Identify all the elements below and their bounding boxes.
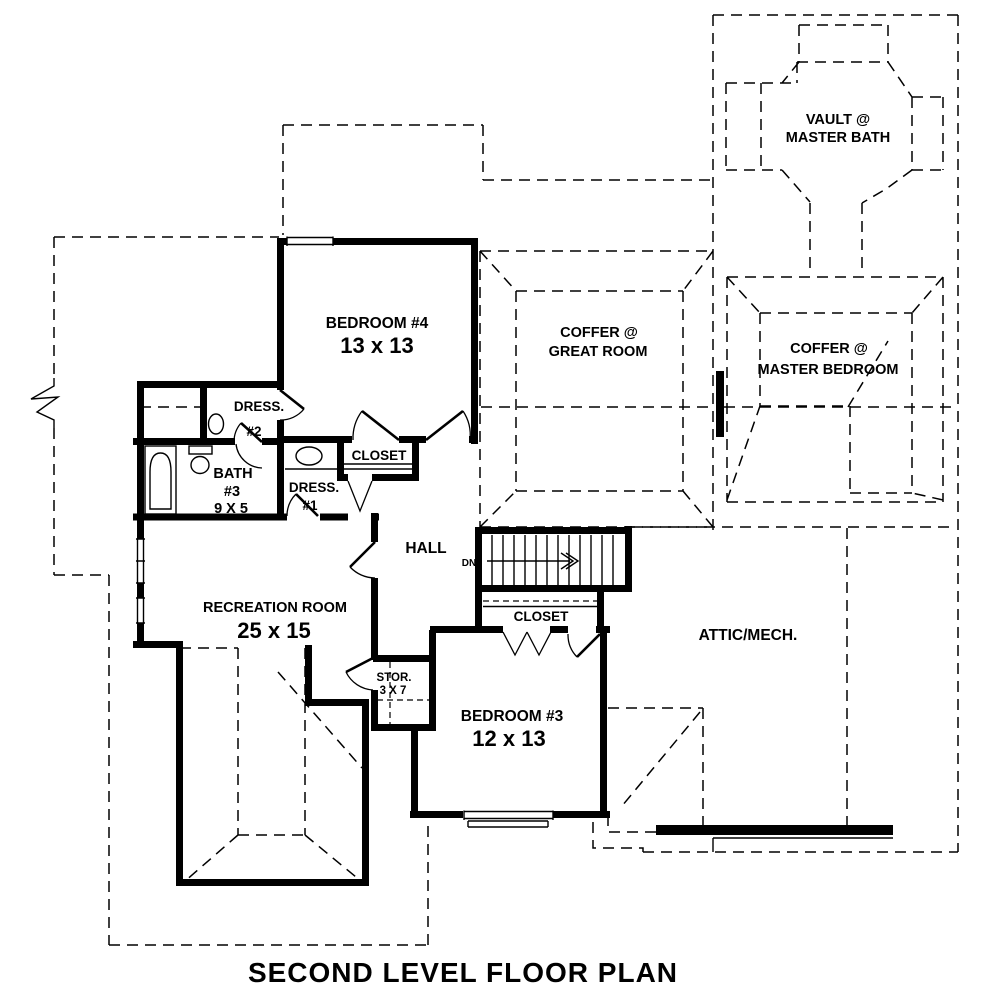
bath3-sink-counter xyxy=(188,445,213,455)
label-coffer-great-room-1: COFFER @ xyxy=(560,325,638,341)
plan-title: SECOND LEVEL FLOOR PLAN xyxy=(248,957,678,988)
lower-roof-wall-bar xyxy=(656,825,893,835)
bathtub xyxy=(144,445,177,515)
label-recreation-room: RECREATION ROOM xyxy=(203,600,347,616)
recreation-window-2 xyxy=(136,597,145,624)
label-attic-mech: ATTIC/MECH. xyxy=(699,627,798,644)
bedroom3-window xyxy=(463,810,554,828)
label-recreation-dims: 25 x 15 xyxy=(237,618,310,643)
label-bath3-dims: 9 X 5 xyxy=(214,501,248,517)
storage-walls xyxy=(373,630,436,818)
label-closet-bedroom4: CLOSET xyxy=(352,448,408,463)
storage-shelf-dashes xyxy=(377,662,430,726)
label-coffer-master-bedroom-2: MASTER BEDROOM xyxy=(758,362,899,378)
label-bedroom4: BEDROOM #4 xyxy=(326,315,429,332)
dress1-door xyxy=(286,493,319,517)
label-closet-bedroom3: CLOSET xyxy=(514,609,570,624)
label-coffer-master-bedroom-1: COFFER @ xyxy=(790,341,868,357)
closet-bedroom4-shelf xyxy=(344,463,414,470)
hall-linen-bifold-door xyxy=(347,480,373,513)
open-below-walls xyxy=(176,645,369,886)
recreation-window-1 xyxy=(136,538,145,584)
break-line-symbol xyxy=(30,378,61,428)
label-dress1: DRESS. xyxy=(289,480,339,495)
closet-bedroom4-door-left xyxy=(352,409,400,442)
closet-bedroom4-walls xyxy=(337,441,419,481)
closet-bedroom3-bifold-doors xyxy=(502,631,552,657)
room-labels: VAULT @ MASTER BATH BEDROOM #4 13 x 13 C… xyxy=(203,112,898,751)
label-storage-dims: 3 X 7 xyxy=(380,685,407,697)
stair-walls xyxy=(475,526,632,633)
fixtures xyxy=(144,413,338,515)
label-vault-master-bath-2: MASTER BATH xyxy=(786,130,890,146)
label-bath3-number: #3 xyxy=(224,484,240,500)
label-hall: HALL xyxy=(405,540,446,557)
bedroom3-walls xyxy=(410,626,610,818)
open-below-roof-dashes xyxy=(180,647,363,883)
porch-roof-dashes xyxy=(607,707,704,833)
bedroom4-walls xyxy=(277,238,478,444)
label-bath3: BATH xyxy=(213,466,252,482)
label-stairs-dn: DN xyxy=(462,558,476,569)
label-dress1-number: #1 xyxy=(302,498,318,513)
windows xyxy=(136,236,554,828)
label-dress2-number: #2 xyxy=(246,424,261,439)
label-bedroom3-dims: 12 x 13 xyxy=(472,726,545,751)
master-bedroom-wall-segment xyxy=(716,371,724,437)
bedroom3-entry-door xyxy=(567,633,601,658)
label-bedroom3: BEDROOM #3 xyxy=(461,708,564,725)
walls xyxy=(133,238,893,886)
bedroom4-entry-door xyxy=(425,409,471,442)
coffer-great-room-dashes xyxy=(479,250,714,528)
dress2-door xyxy=(279,388,305,421)
dress1-sink xyxy=(295,446,323,466)
bath3-door xyxy=(233,422,263,469)
doors xyxy=(233,388,601,691)
bedroom4-window xyxy=(286,236,334,246)
staircase xyxy=(487,535,614,585)
label-vault-master-bath-1: VAULT @ xyxy=(806,112,870,128)
coffer-master-bedroom-dashes xyxy=(726,276,944,503)
closet-shelves xyxy=(344,463,597,608)
recreation-door xyxy=(349,541,376,579)
label-storage: STOR. xyxy=(377,672,412,684)
roof-outline-dashes xyxy=(53,14,959,946)
stair-arrowhead xyxy=(560,552,580,570)
dress2-sink xyxy=(207,413,225,435)
vault-master-bath-dashes xyxy=(725,24,944,275)
stair-treads xyxy=(491,535,614,585)
label-coffer-great-room-2: GREAT ROOM xyxy=(549,344,648,360)
label-bedroom4-dims: 13 x 13 xyxy=(340,333,413,358)
bath3-toilet xyxy=(190,455,210,475)
label-dress2: DRESS. xyxy=(234,399,284,414)
lower-roof-edge xyxy=(712,837,893,852)
storage-door xyxy=(345,656,374,691)
